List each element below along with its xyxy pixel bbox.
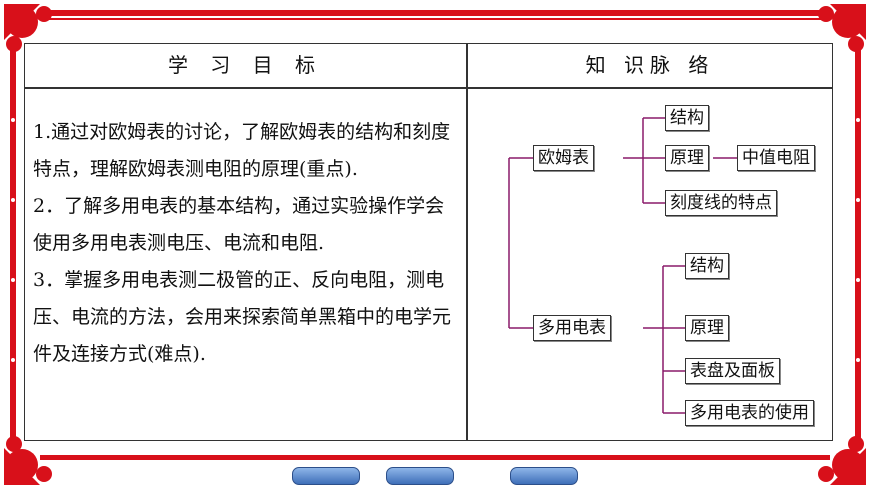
- content-table: 学 习 目 标 知 识脉 络 1.通过对欧姆表的讨论，了解欧姆表的结构和刻度特点…: [24, 43, 833, 441]
- corner-ornament-top-left: [4, 4, 52, 52]
- objectives-header: 学 习 目 标: [167, 53, 324, 77]
- node-multimeter-structure: 结构: [685, 253, 729, 279]
- node-ohmmeter-principle: 原理: [665, 145, 709, 171]
- node-multimeter-principle: 原理: [685, 315, 729, 341]
- tree-connectors: [508, 117, 737, 414]
- node-multimeter: 多用电表: [533, 315, 611, 341]
- node-mid-value-resistance: 中值电阻: [737, 145, 815, 171]
- objective-item: 2．了解多用电表的基本结构，通过实验操作学会使用多用电表测电压、电流和电阻.: [33, 195, 445, 254]
- column-divider: [466, 44, 468, 440]
- objective-item: 1.通过对欧姆表的讨论，了解欧姆表的结构和刻度特点，理解欧姆表测电阻的原理(重点…: [33, 121, 451, 180]
- objectives-list: 1.通过对欧姆表的讨论，了解欧姆表的结构和刻度特点，理解欧姆表测电阻的原理(重点…: [33, 114, 458, 373]
- home-button[interactable]: [386, 467, 454, 485]
- node-multimeter-usage: 多用电表的使用: [685, 400, 814, 426]
- node-scale-features: 刻度线的特点: [665, 190, 777, 216]
- objective-item: 3．掌握多用电表测二极管的正、反向电阻，测电压、电流的方法，会用来探索简单黑箱中…: [33, 269, 452, 365]
- corner-ornament-bottom-right: [818, 436, 866, 485]
- node-ohmmeter: 欧姆表: [533, 145, 594, 171]
- prev-button[interactable]: [292, 467, 360, 485]
- next-button[interactable]: [510, 467, 578, 485]
- context-header: 知 识脉 络: [585, 53, 715, 77]
- corner-ornament-bottom-left: [4, 436, 52, 485]
- header-divider: [25, 87, 832, 89]
- node-dial-and-panel: 表盘及面板: [685, 358, 780, 384]
- corner-ornament-top-right: [818, 4, 866, 52]
- node-ohmmeter-structure: 结构: [665, 105, 709, 131]
